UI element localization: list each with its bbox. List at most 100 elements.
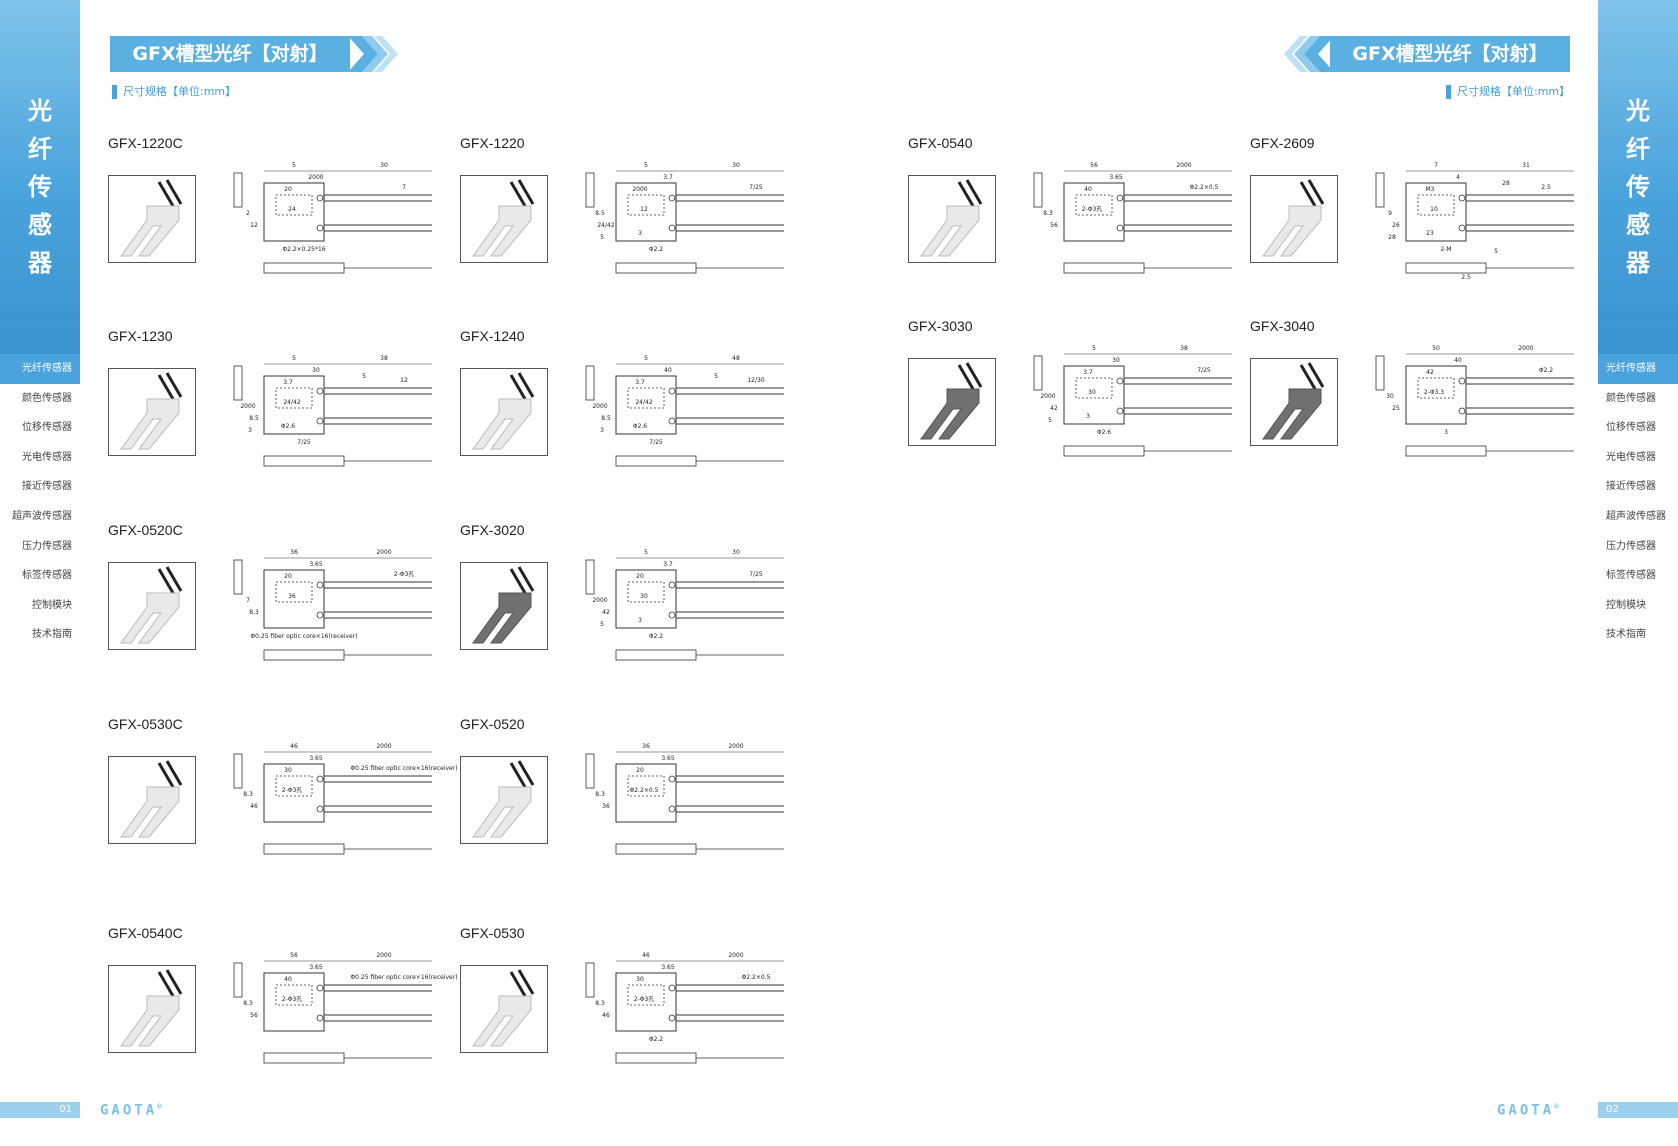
dimension-label: 30 [732, 162, 740, 169]
dimension-label: 7/25 [649, 439, 663, 446]
dimension-label: Φ2.2×0.5 [742, 974, 771, 981]
sidebar-menu: 光纤传感器 颜色传感器 位移传感器 光电传感器 接近传感器 超声波传感器 压力传… [1598, 354, 1678, 650]
dimension-label: 36 [642, 743, 650, 750]
dimension-label: 8.5 [595, 210, 605, 217]
dimension-label: 2000 [376, 549, 391, 556]
dimension-label: 3.7 [283, 379, 293, 386]
sidebar-item-ultrasonic[interactable]: 超声波传感器 [12, 510, 72, 522]
sidebar-title-char: 纤 [1626, 135, 1650, 163]
dimension-label: 5 [292, 162, 296, 169]
logo-mark: ® [1554, 1102, 1559, 1111]
dimension-label: 5 [644, 549, 648, 556]
product-model-label: GFX-3040 [1250, 318, 1315, 334]
sidebar-item-proximity[interactable]: 接近传感器 [1606, 481, 1656, 493]
sidebar-item-proximity[interactable]: 接近传感器 [22, 481, 72, 493]
dimension-label: 3.65 [1109, 174, 1123, 181]
dimension-label: 56 [250, 1012, 258, 1019]
sidebar-item-control[interactable]: 控制模块 [32, 599, 72, 611]
dimension-label: 5 [292, 355, 296, 362]
dimension-label: 38 [1180, 345, 1188, 352]
dimension-label: 48 [732, 355, 740, 362]
page-number: 01 [0, 1102, 80, 1118]
sidebar-item-label[interactable]: 标签传感器 [22, 570, 72, 582]
sidebar-item-guide[interactable]: 技术指南 [32, 629, 72, 641]
dimension-label: 40 [1084, 186, 1092, 193]
sidebar-item-photoelectric[interactable]: 光电传感器 [1606, 451, 1656, 463]
sidebar-item-guide[interactable]: 技术指南 [1606, 629, 1646, 641]
sidebar-item-displacement[interactable]: 位移传感器 [1606, 422, 1656, 434]
sidebar-item-ultrasonic[interactable]: 超声波传感器 [1606, 510, 1666, 522]
dimension-label: 2-M [1440, 246, 1451, 253]
dimension-label: 12 [400, 377, 408, 384]
dimension-label: 2-Φ3孔 [1082, 205, 1103, 213]
dimension-label: 56 [290, 952, 298, 959]
dimension-label: 7/25 [297, 439, 311, 446]
dimension-label: 30 [636, 976, 644, 983]
dimension-label: 2000 [376, 743, 391, 750]
dimension-label: 2-Φ3孔 [282, 995, 303, 1003]
dimension-label: 30 [640, 593, 648, 600]
dimension-label: 40 [284, 976, 292, 983]
sidebar-item-displacement[interactable]: 位移传感器 [22, 422, 72, 434]
product-photo [460, 562, 548, 650]
sidebar-item-label[interactable]: 标签传感器 [1606, 570, 1656, 582]
subheader-right: 尺寸规格【单位:mm】 [1446, 84, 1570, 100]
dimension-label: 2-Φ3.3 [1424, 389, 1444, 396]
sidebar-item-control[interactable]: 控制模块 [1606, 599, 1646, 611]
dimension-label: 7 [402, 184, 406, 191]
dimension-label: 30 [1088, 389, 1096, 396]
brand-logo: GAOTA® [1497, 1102, 1559, 1119]
dimension-label: 20 [636, 767, 644, 774]
dimension-label: 30 [732, 549, 740, 556]
dimension-label: 3 [248, 427, 252, 434]
sidebar-item-color[interactable]: 颜色传感器 [1606, 392, 1656, 404]
dimension-label: 8.5 [249, 415, 259, 422]
dimension-label: 10 [1430, 206, 1438, 213]
sidebar-item-pressure[interactable]: 压力传感器 [1606, 540, 1656, 552]
product-model-label: GFX-0520 [460, 716, 525, 732]
dimension-label: 46 [642, 952, 650, 959]
product-model-label: GFX-0540C [108, 925, 183, 941]
product-model-label: GFX-1240 [460, 328, 525, 344]
sidebar-item-pressure[interactable]: 压力传感器 [22, 540, 72, 552]
dimension-label: 28 [1388, 234, 1396, 241]
dimension-label: Φ2.2 [649, 633, 663, 640]
dimension-label: 5 [1092, 345, 1096, 352]
dimension-label: 56 [1090, 162, 1098, 169]
product-model-label: GFX-3030 [908, 318, 973, 334]
dimension-label: 30 [1112, 357, 1120, 364]
sidebar-item-fiber[interactable]: 光纤传感器 [1598, 354, 1678, 384]
product-model-label: GFX-1230 [108, 328, 173, 344]
dimension-label: 42 [1426, 369, 1434, 376]
sidebar-item-fiber[interactable]: 光纤传感器 [0, 354, 80, 384]
sidebar-item-color[interactable]: 颜色传感器 [22, 392, 72, 404]
dimension-label: 46 [290, 743, 298, 750]
sidebar-title-char: 感 [1626, 211, 1650, 239]
dimension-label: 2000 [240, 403, 255, 410]
dimension-label: 3 [1086, 413, 1090, 420]
dimension-label: 23 [1426, 230, 1434, 237]
dimension-label: Φ0.25 fiber optic core×16(receiver) [250, 633, 357, 640]
dimension-label: 28 [1502, 180, 1510, 187]
sidebar-item-photoelectric[interactable]: 光电传感器 [22, 451, 72, 463]
product-model-label: GFX-0520C [108, 522, 183, 538]
chevron-left-icon [1284, 36, 1334, 72]
sidebar-menu: 光纤传感器 颜色传感器 位移传感器 光电传感器 接近传感器 超声波传感器 压力传… [0, 354, 80, 650]
product-photo [108, 965, 196, 1053]
dimension-label: 5 [600, 621, 604, 628]
dimension-label: M3 [1426, 186, 1435, 193]
dimension-label: 50 [1432, 345, 1440, 352]
dimension-label: 2000 [728, 952, 743, 959]
dimension-label: 46 [602, 1012, 610, 1019]
dimension-label: 8.3 [243, 791, 253, 798]
